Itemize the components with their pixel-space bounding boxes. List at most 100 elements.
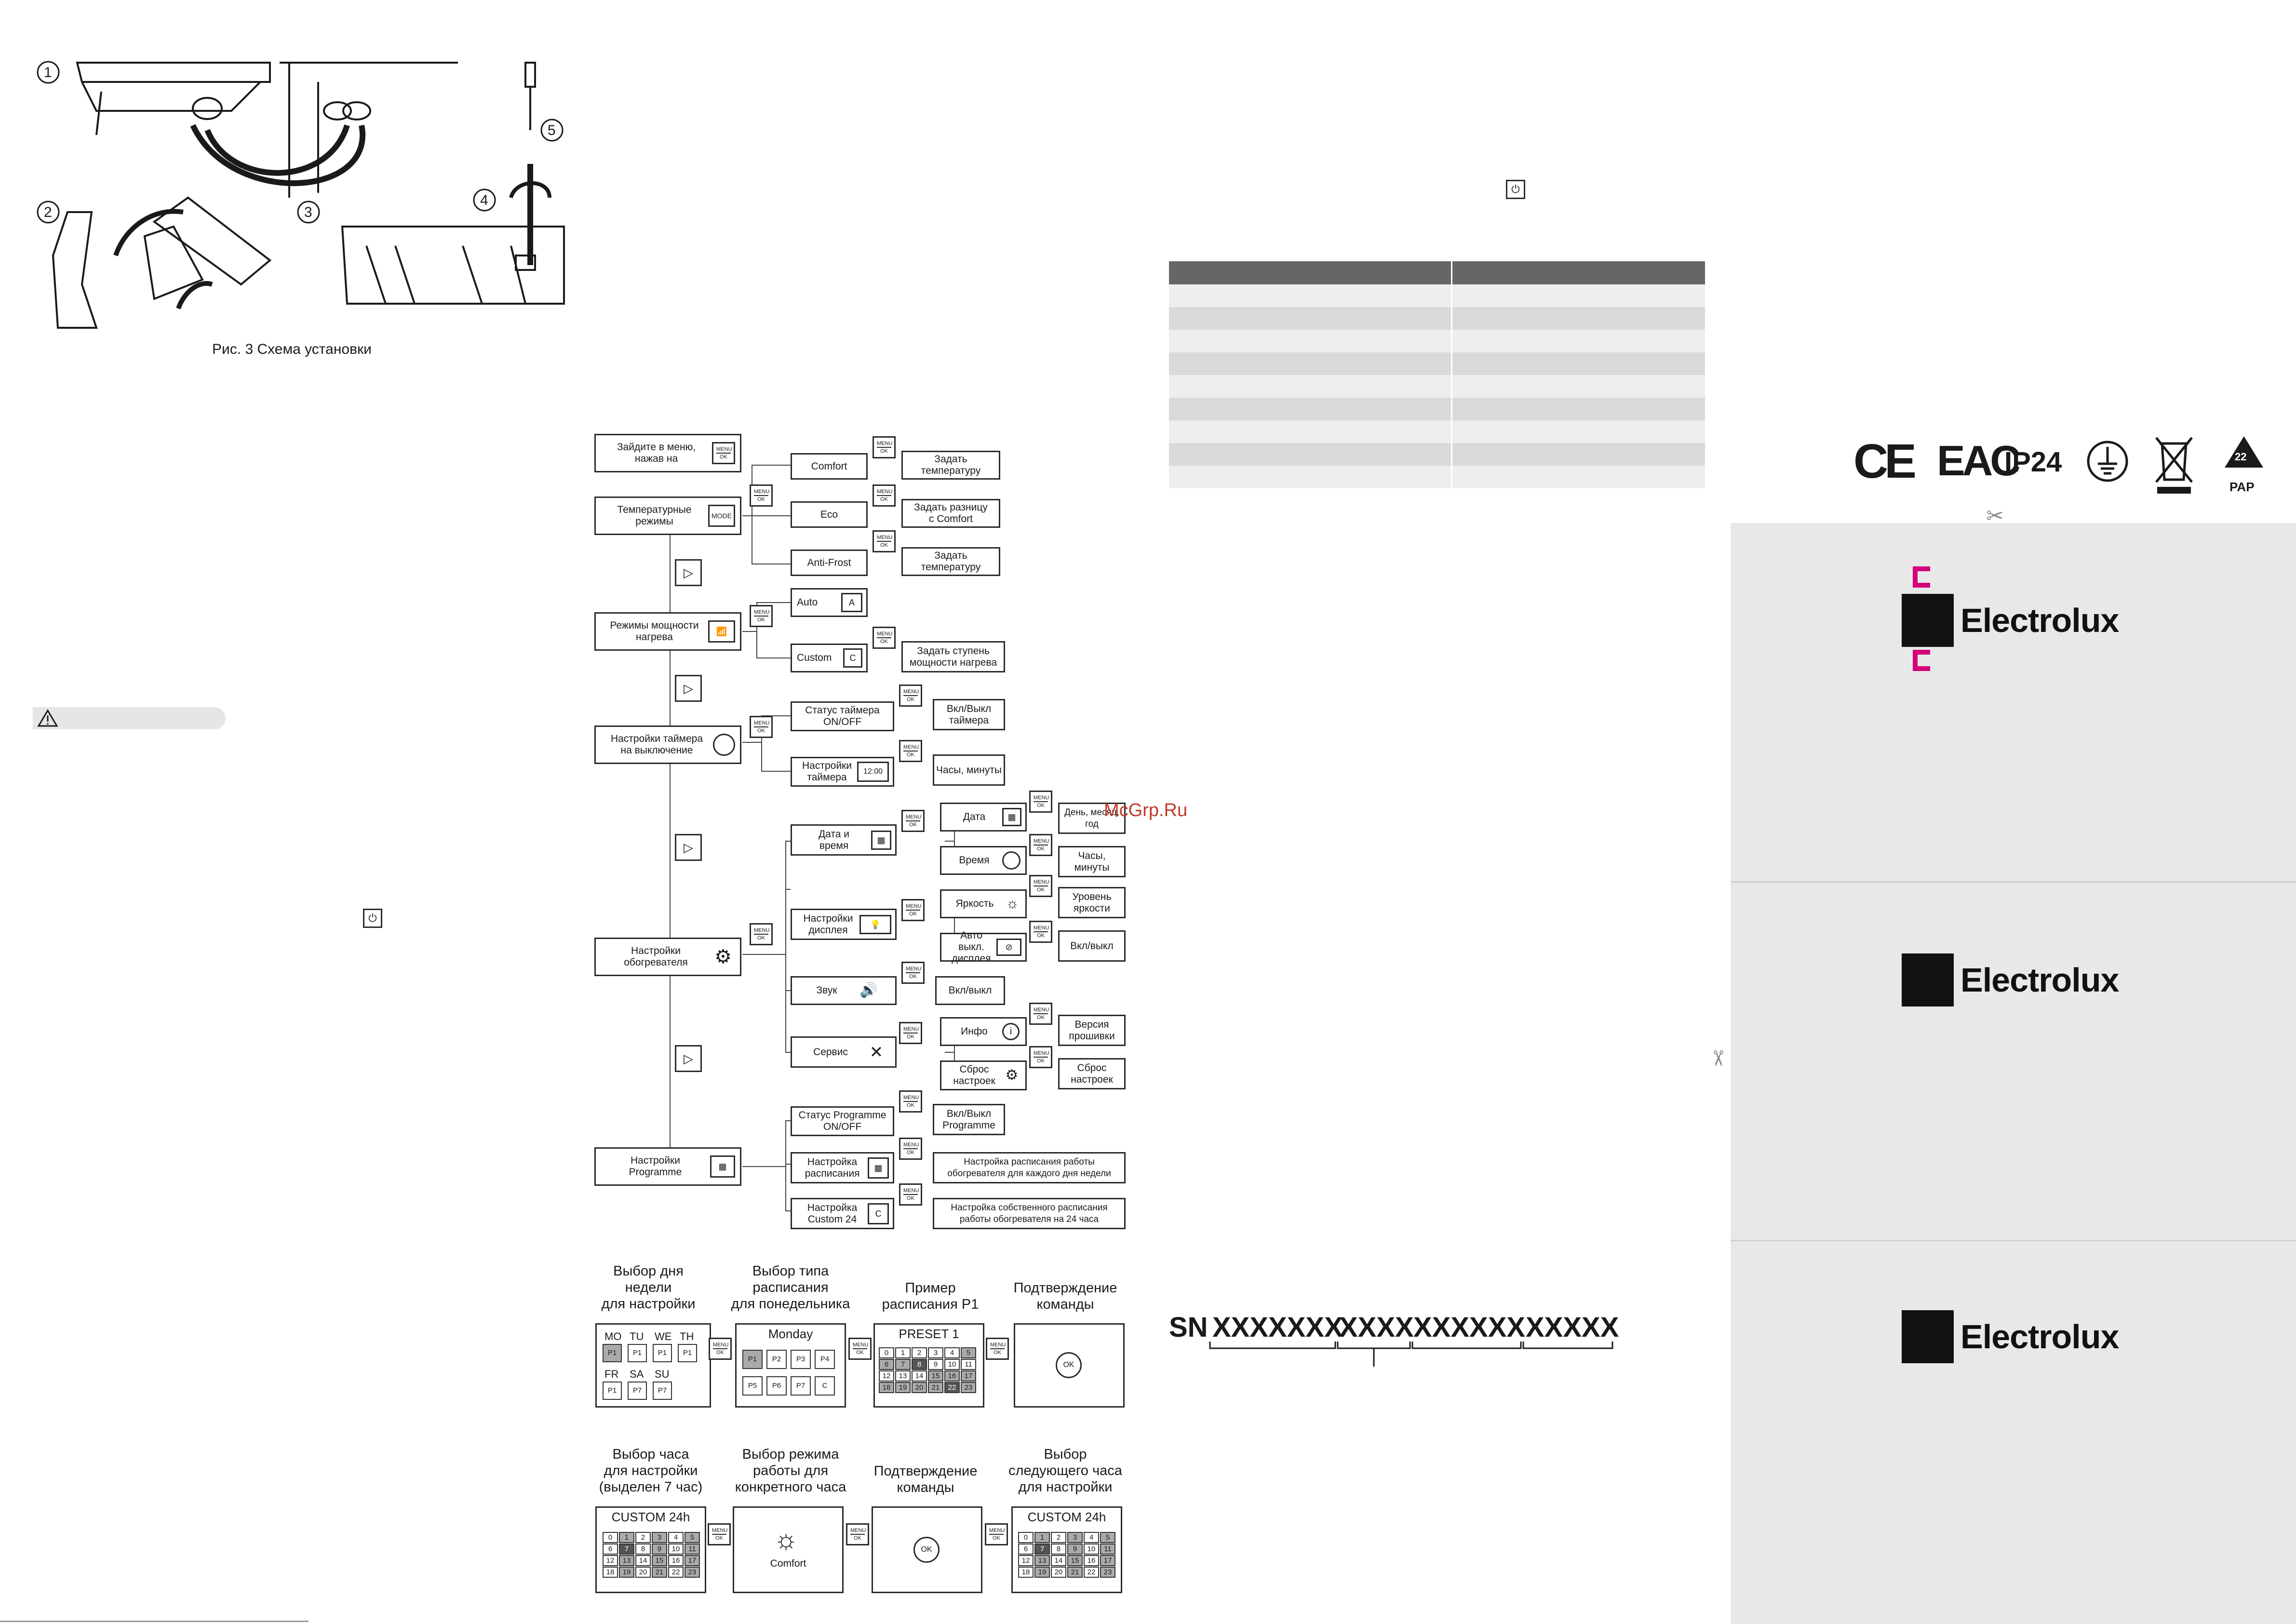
table-row xyxy=(1169,466,1705,488)
hour-cell: 11 xyxy=(961,1359,976,1370)
day-preset: P1 xyxy=(603,1344,622,1362)
next-arrow-button: ▷ xyxy=(675,675,702,702)
flow-prog-onoff: Вкл/Выкл Programme xyxy=(933,1104,1005,1135)
hour-cell: 10 xyxy=(944,1359,960,1370)
hour-cell: 0 xyxy=(1018,1532,1034,1543)
hour-cell: 14 xyxy=(912,1370,927,1382)
hour-cell: 18 xyxy=(879,1382,894,1393)
hour-cell: 7 xyxy=(619,1543,634,1555)
preset-option: P5 xyxy=(742,1376,763,1396)
electrolux-mark-icon xyxy=(1902,1310,1954,1363)
hour-cell: 3 xyxy=(1067,1532,1083,1543)
preset-option: P1 xyxy=(742,1350,763,1369)
flow-date-time: Дата и время ▦ xyxy=(791,824,897,856)
serial-prefix: SN xyxy=(1169,1312,1208,1343)
recycle-icon xyxy=(2225,436,2263,468)
calendar-icon: ▦ xyxy=(1002,808,1021,826)
table-cell xyxy=(1169,443,1452,466)
flow-hours-minutes: Часы, минуты xyxy=(933,754,1005,786)
flow-set-temp-1: Задать температуру xyxy=(901,451,1000,480)
custom24-panel-b xyxy=(1011,1506,1122,1593)
hour-cell: 11 xyxy=(685,1543,700,1555)
power-icon: ⏻ xyxy=(1506,180,1525,199)
table-row xyxy=(1169,375,1705,398)
table-cell xyxy=(1452,398,1705,420)
signal-bars-icon: 📶 xyxy=(708,620,735,643)
step-5-label: 5 xyxy=(548,122,556,138)
accent-e-top xyxy=(1913,566,1930,588)
hour-cell: 19 xyxy=(1034,1567,1050,1578)
hour-cell: 14 xyxy=(635,1555,651,1566)
auto-a-icon: A xyxy=(841,593,862,612)
flow-set-power: Задать ступень мощности нагрева xyxy=(901,641,1005,672)
day-label: TH xyxy=(680,1330,694,1342)
flow-prog-status: Статус Programme ON/OFF xyxy=(791,1106,894,1136)
table-cell xyxy=(1452,330,1705,352)
hour-cell: 1 xyxy=(895,1347,911,1358)
step-1-label: 1 xyxy=(44,65,52,81)
table-cell xyxy=(1452,352,1705,375)
day-preset: P1 xyxy=(678,1344,697,1362)
step-title: Выбор следующего часа для настройки xyxy=(1008,1447,1122,1495)
hour-cell: 20 xyxy=(635,1567,651,1578)
hour-cell: 16 xyxy=(1084,1555,1099,1566)
preset-option: P6 xyxy=(766,1376,787,1396)
comfort-label: Comfort xyxy=(770,1558,806,1569)
table-cell xyxy=(1169,307,1452,330)
figure-caption: Рис. 3 Схема установки xyxy=(212,341,372,357)
table-row xyxy=(1169,398,1705,420)
custom24-title: CUSTOM 24h xyxy=(611,1510,690,1524)
hour-cell: 21 xyxy=(652,1567,667,1578)
hour-cell: 4 xyxy=(668,1532,684,1543)
day-preset: P1 xyxy=(653,1344,672,1362)
table-cell xyxy=(1452,307,1705,330)
flow-custom: Custom C xyxy=(791,644,868,672)
step-title: Выбор режима работы для конкретного часа xyxy=(735,1447,846,1495)
day-preset: P7 xyxy=(653,1382,672,1400)
table-cell xyxy=(1452,466,1705,488)
installation-diagram: 1 2 3 4 5 xyxy=(37,61,565,329)
flow-onoff-2: Вкл/выкл xyxy=(935,976,1005,1005)
brand-logo: Electrolux xyxy=(1902,594,2119,647)
flow-timer-status: Статус таймера ON/OFF xyxy=(791,701,894,731)
hour-cell: 23 xyxy=(685,1567,700,1578)
table-header xyxy=(1169,261,1705,284)
clock-display-icon: 12:00 xyxy=(857,762,889,782)
clock-icon xyxy=(1002,851,1020,870)
preset-title: PRESET 1 xyxy=(899,1327,959,1341)
flow-reset: Сброс настроек ⚙ xyxy=(940,1060,1027,1090)
flow-date: Дата ▦ xyxy=(940,803,1027,832)
flow-eco: Eco xyxy=(791,501,868,528)
brand-logo: Electrolux xyxy=(1902,1310,2119,1363)
flow-timer-settings: Настройки таймера 12:00 xyxy=(791,757,894,787)
flow-custom24: Настройка Custom 24 C xyxy=(791,1198,894,1229)
watermark: McGrp.Ru xyxy=(1104,800,1188,820)
step-title: Выбор дня недели для настройки xyxy=(601,1263,696,1312)
hour-cell: 22 xyxy=(668,1567,684,1578)
table-cell xyxy=(1452,375,1705,398)
hour-cell: 0 xyxy=(603,1532,618,1543)
day-label: TU xyxy=(630,1330,644,1342)
confirm-panel xyxy=(1014,1323,1125,1408)
hour-cell: 10 xyxy=(668,1543,684,1555)
electrolux-mark-icon xyxy=(1902,594,1954,647)
mode-key: MODE xyxy=(708,505,735,527)
hour-cell: 2 xyxy=(1051,1532,1066,1543)
hour-cell: 7 xyxy=(1034,1543,1050,1555)
hour-cell: 12 xyxy=(1018,1555,1034,1566)
day-preset: P1 xyxy=(628,1344,647,1362)
hour-cell: 9 xyxy=(1067,1543,1083,1555)
flow-display-settings: Настройки дисплея 💡 xyxy=(791,909,897,940)
serial-part-1: XXXXXXX xyxy=(1212,1312,1343,1343)
hour-cell: 20 xyxy=(1051,1567,1066,1578)
step-4-label: 4 xyxy=(480,192,488,208)
